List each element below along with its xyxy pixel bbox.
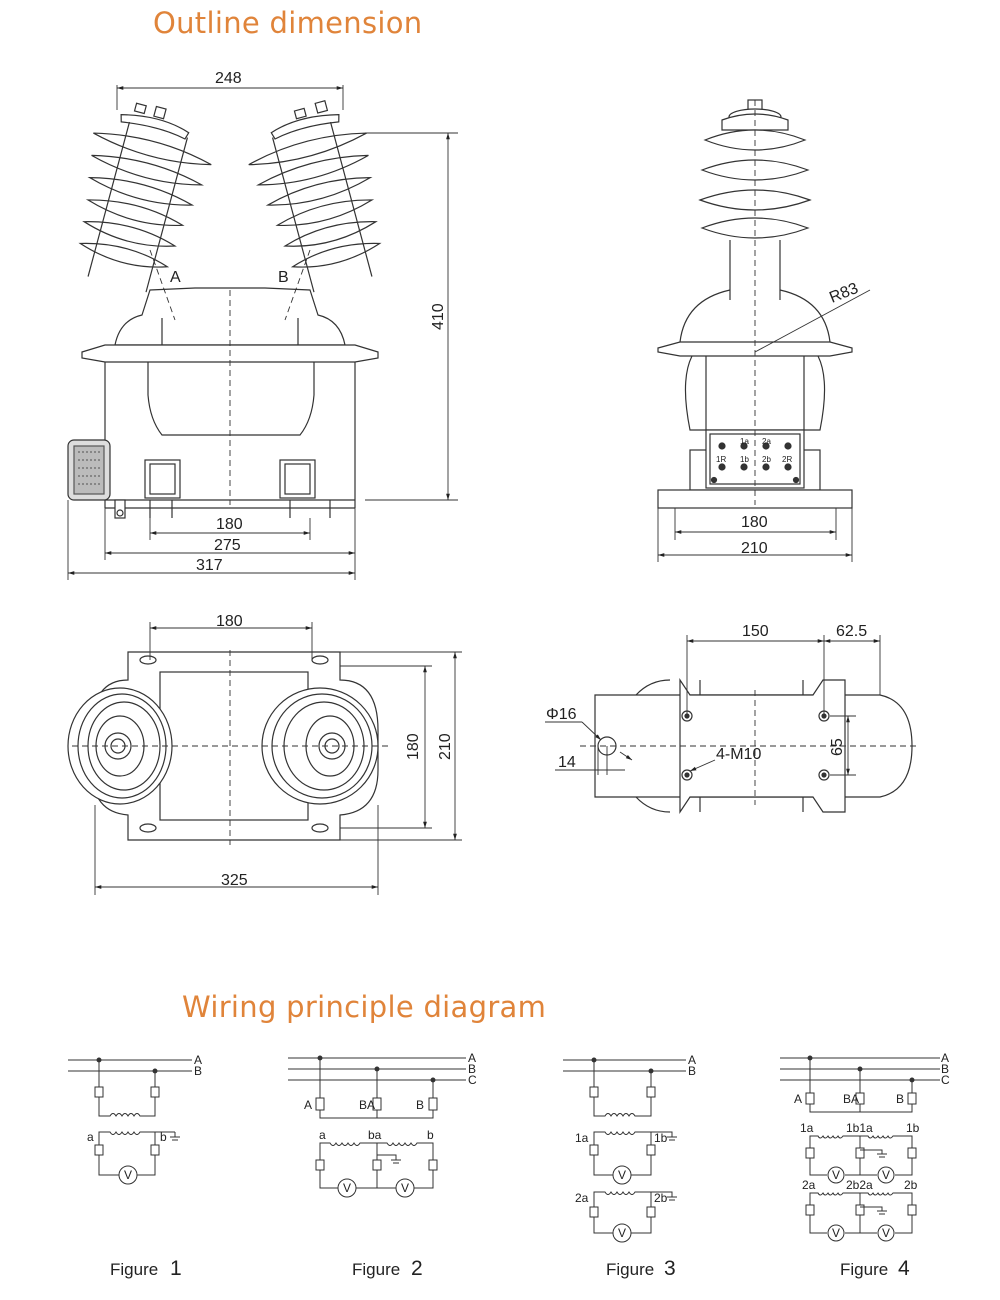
figure-4-labels: A B C A BA B 1a 1b1a 1b V V 2a 2b2a 2b V… xyxy=(794,1051,950,1240)
fig4-pri-b: B xyxy=(896,1092,904,1106)
fig4-voltmeter-1: V xyxy=(832,1168,840,1182)
outline-title: Outline dimension xyxy=(153,6,423,40)
wiring-figure-1 xyxy=(68,1057,192,1185)
fig1-sec-a: a xyxy=(87,1130,94,1144)
base-dimensions xyxy=(545,635,881,776)
side-view xyxy=(657,99,871,509)
fig4-voltmeter-3: V xyxy=(832,1226,840,1240)
right-insulator xyxy=(248,100,382,293)
top-dim-outer-210: 210 xyxy=(437,733,454,760)
terminal-label-2b: 2b xyxy=(762,455,771,464)
insulator-label-b: B xyxy=(278,269,289,286)
figure-4-caption: Figure xyxy=(840,1260,888,1279)
side-dim-base-210: 210 xyxy=(741,540,768,557)
fig2-phase-a: A xyxy=(468,1051,476,1065)
wiring-figure-4 xyxy=(780,1055,940,1242)
figure-4-number: 4 xyxy=(898,1257,910,1280)
fig3-phase-b: B xyxy=(688,1064,696,1078)
top-view xyxy=(67,650,392,845)
base-dim-150: 150 xyxy=(742,623,769,640)
fig4-voltmeter-2: V xyxy=(882,1168,890,1182)
fig4-row2-2a: 2a xyxy=(802,1178,816,1192)
fig2-pri-b: B xyxy=(416,1098,424,1112)
wiring-figure-3 xyxy=(563,1057,686,1243)
top-dimensions xyxy=(94,622,462,895)
base-view xyxy=(580,678,920,814)
hole-diameter-label: Φ16 xyxy=(546,706,577,723)
fig4-phase-b: B xyxy=(941,1062,949,1076)
insulator-label-a: A xyxy=(170,269,181,286)
figure-1-number: 1 xyxy=(170,1257,182,1280)
bolt-spec-label: 4-M10 xyxy=(716,746,761,763)
fig3-phase-a: A xyxy=(688,1053,696,1067)
fig4-pri-a: A xyxy=(794,1092,802,1106)
fig2-sec-b: b xyxy=(427,1128,434,1142)
fig1-voltmeter: V xyxy=(124,1168,132,1182)
fig3-voltmeter-2: V xyxy=(618,1226,626,1240)
fig4-row1-1b1a: 1b1a xyxy=(846,1121,873,1135)
figure-2-caption: Figure xyxy=(352,1260,400,1279)
fig4-row2-2b2a: 2b2a xyxy=(846,1178,873,1192)
fig4-phase-c: C xyxy=(941,1073,950,1087)
figure-1-labels: A B a b V xyxy=(87,1053,202,1182)
terminal-label-2a: 2a xyxy=(762,437,771,446)
terminal-label-1R: 1R xyxy=(716,455,726,464)
bolt-spacing-65: 65 xyxy=(829,738,846,756)
fig2-voltmeter-2: V xyxy=(401,1181,409,1195)
front-view xyxy=(67,100,382,519)
side-dimensions xyxy=(657,508,853,562)
left-insulator xyxy=(78,102,212,293)
fig3-1b: 1b xyxy=(654,1131,668,1145)
dim-bolt-180: 180 xyxy=(216,516,243,533)
base-dim-62-5: 62.5 xyxy=(836,623,867,640)
fig2-sec-ba: ba xyxy=(368,1128,382,1142)
dim-height-410: 410 xyxy=(430,303,447,330)
fig1-sec-b: b xyxy=(160,1130,167,1144)
fig3-1a: 1a xyxy=(575,1131,589,1145)
terminal-label-2R: 2R xyxy=(782,455,792,464)
wiring-figure-2 xyxy=(288,1055,466,1198)
fig4-row1-1a: 1a xyxy=(800,1121,814,1135)
fig2-phase-c: C xyxy=(468,1073,477,1087)
fig4-pri-ba: BA xyxy=(843,1092,859,1106)
figure-1-caption: Figure xyxy=(110,1260,158,1279)
terminal-label-1a: 1a xyxy=(740,437,749,446)
fig2-voltmeter-1: V xyxy=(343,1181,351,1195)
top-dim-inner-180: 180 xyxy=(405,733,422,760)
wiring-title: Wiring principle diagram xyxy=(182,990,547,1024)
figure-2-labels: A B C A BA B a ba b V V xyxy=(304,1051,477,1195)
figure-3-caption: Figure xyxy=(606,1260,654,1279)
fig3-2a: 2a xyxy=(575,1191,589,1205)
fig4-voltmeter-4: V xyxy=(882,1226,890,1240)
fig2-phase-b: B xyxy=(468,1062,476,1076)
figure-2-number: 2 xyxy=(411,1257,423,1280)
figure-3-number: 3 xyxy=(664,1257,676,1280)
fig3-2b: 2b xyxy=(654,1191,668,1205)
fig4-phase-a: A xyxy=(941,1051,949,1065)
dim-base-275: 275 xyxy=(214,537,241,554)
fig3-voltmeter-1: V xyxy=(618,1168,626,1182)
dim-overall-317: 317 xyxy=(196,557,223,574)
front-dimensions xyxy=(67,85,458,580)
dim-top-248: 248 xyxy=(215,70,242,87)
top-dim-width-325: 325 xyxy=(221,872,248,889)
hole-offset-label: 14 xyxy=(558,754,576,771)
radius-label: R83 xyxy=(827,280,861,307)
terminal-label-1b: 1b xyxy=(740,455,749,464)
fig1-phase-a: A xyxy=(194,1053,202,1067)
fig2-sec-a: a xyxy=(319,1128,326,1142)
fig1-phase-b: B xyxy=(194,1064,202,1078)
top-dim-180: 180 xyxy=(216,613,243,630)
figure-3-labels: A B 1a 1b V 2a 2b V xyxy=(575,1053,696,1240)
fig2-pri-ba: BA xyxy=(359,1098,375,1112)
side-dim-bolt-180: 180 xyxy=(741,514,768,531)
fig4-row1-1b: 1b xyxy=(906,1121,920,1135)
fig2-pri-a: A xyxy=(304,1098,312,1112)
fig4-row2-2b: 2b xyxy=(904,1178,918,1192)
